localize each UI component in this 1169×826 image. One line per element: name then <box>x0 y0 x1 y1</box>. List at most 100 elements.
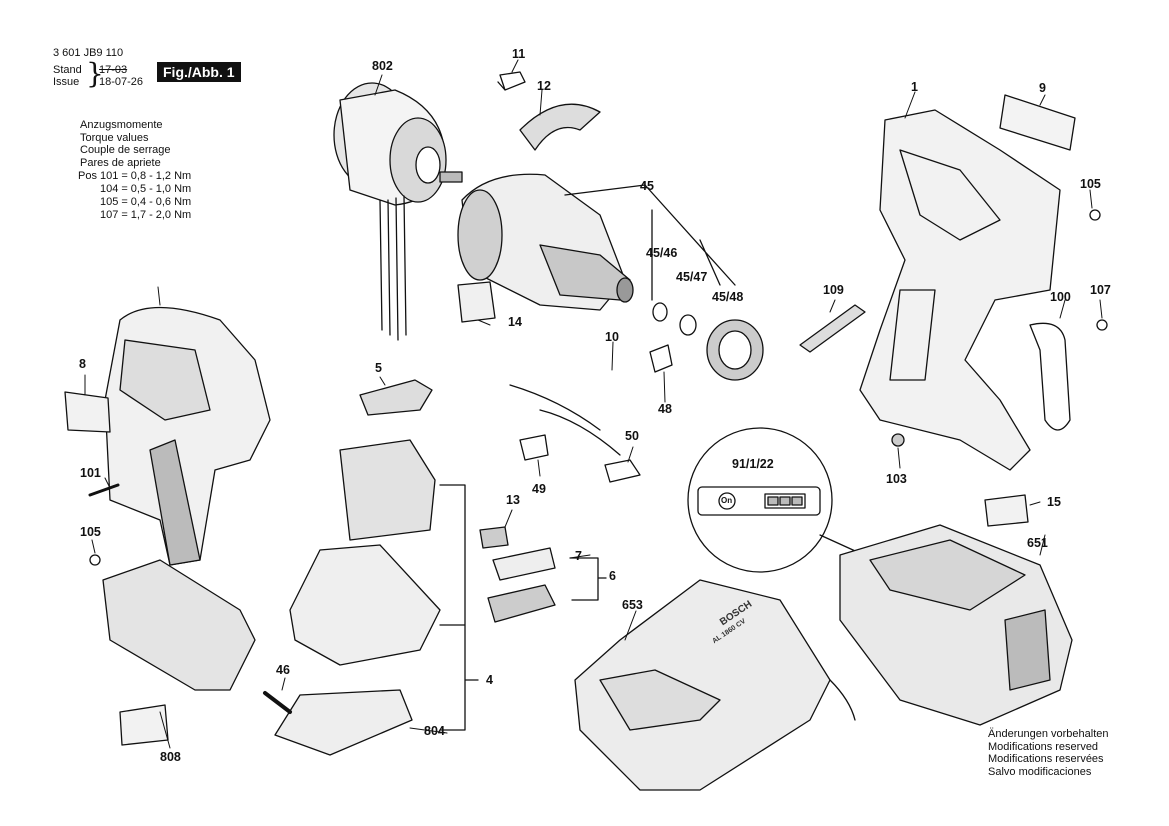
torque-pos: 104 <box>99 183 119 195</box>
figure-label: Fig./Abb. 1 <box>157 62 241 82</box>
clip-11 <box>497 71 526 91</box>
spring-46 <box>263 691 292 714</box>
torque-pos: 101 <box>99 170 119 182</box>
belt-clip-100 <box>1029 322 1071 431</box>
label-plate-808 <box>119 704 169 746</box>
base-plate <box>289 544 441 666</box>
brace: } <box>86 57 104 90</box>
part-number-label: 4 <box>486 673 493 687</box>
footer-de: Änderungen vorbehalten <box>988 728 1109 740</box>
part-number-label: 9 <box>1039 81 1046 95</box>
torque-max: 2,0 Nm <box>155 209 192 221</box>
footer-es: Salvo modificaciones <box>988 765 1092 778</box>
torque-title-fr: Couple de serrage <box>80 144 171 156</box>
module-6 <box>487 584 556 623</box>
part-number-label: 107 <box>1090 283 1111 297</box>
torque-title-en: Torque values <box>80 131 149 144</box>
pos-label: Pos <box>78 170 97 182</box>
torque-pos: 105 <box>99 196 119 208</box>
part-number-label: 15 <box>1047 495 1061 509</box>
torque-block: Anzugsmomente Torque values Couple de se… <box>80 119 171 169</box>
part-number-label: 8 <box>79 357 86 371</box>
part-number-label: 808 <box>160 750 181 764</box>
torque-row: Pos 101= 0,8- 1,2 Nm <box>78 170 194 183</box>
torque-min: 1,7 <box>130 209 147 221</box>
part-number-label: 105 <box>80 525 101 539</box>
torque-row: 104= 0,5- 1,0 Nm <box>78 183 194 196</box>
ring-45-46 <box>652 302 668 322</box>
part-number-label: 46 <box>276 663 290 677</box>
part-number-label: 103 <box>886 472 907 486</box>
footer-en: Modifications reserved <box>988 740 1099 753</box>
charger-653 <box>574 579 856 791</box>
group-lines-45 <box>564 184 736 301</box>
part-number-label: 5 <box>375 361 382 375</box>
footer-fr: Modifications reservées <box>988 753 1104 765</box>
screw-105-left <box>89 554 101 566</box>
torque-row: 105= 0,4- 0,6 Nm <box>78 196 194 209</box>
torque-max: 0,6 Nm <box>155 196 192 208</box>
nut-103 <box>891 433 905 447</box>
cover-12 <box>519 103 601 151</box>
gear-housing-45 <box>457 173 634 311</box>
issue-date: 18-07-26 <box>99 76 144 88</box>
part-number-label: 100 <box>1050 290 1071 304</box>
part-number-label: 101 <box>80 466 101 480</box>
ring-45-47 <box>679 314 697 336</box>
pad-13 <box>479 526 509 549</box>
part-number-label: 45/47 <box>676 270 708 284</box>
document-number: 3 601 JB9 110 <box>53 47 124 59</box>
cover-7 <box>492 547 556 581</box>
wire-harness <box>509 384 621 456</box>
switch-unit <box>339 439 436 541</box>
old-date: 17-03 <box>99 64 128 76</box>
part-number-label: 45/46 <box>646 246 678 260</box>
screw-107 <box>1096 319 1108 331</box>
part-number-label: 91/1/22 <box>732 457 774 471</box>
part-number-label: 804 <box>424 724 445 738</box>
part-50 <box>604 459 641 483</box>
housing-shell-1 <box>859 109 1061 471</box>
battery-pack-651 <box>839 524 1073 726</box>
leader-lines <box>84 59 1103 749</box>
part-number-label: 653 <box>622 598 643 612</box>
bit-109 <box>799 304 866 353</box>
torque-pos: 107 <box>99 209 119 221</box>
issue-label: Issue <box>53 76 80 88</box>
part-number-label: 802 <box>372 59 393 73</box>
sleeve-45-48 <box>706 319 764 381</box>
part-number-label: 10 <box>605 330 619 344</box>
label-plate-15 <box>984 494 1029 527</box>
part-number-label: 11 <box>512 47 526 61</box>
part-number-label: 49 <box>532 482 546 496</box>
screw-101 <box>88 483 120 497</box>
part-number-label: 6 <box>609 569 616 583</box>
part-number-label: 7 <box>575 549 582 563</box>
part-number-label: 14 <box>508 315 522 329</box>
part-number-label: 12 <box>537 79 551 93</box>
part-number-label: 105 <box>1080 177 1101 191</box>
label-plate-8 <box>64 391 111 433</box>
label-plate-9 <box>999 94 1076 151</box>
callout-91-1-22 <box>687 427 876 573</box>
torque-min: 0,5 <box>130 183 147 195</box>
part-number-label: 45/48 <box>712 290 744 304</box>
part-number-label: 1 <box>911 80 918 94</box>
assembled-tool <box>102 306 271 691</box>
torque-title-es: Pares de apriete <box>80 156 161 169</box>
part-number-label: 45 <box>640 179 654 193</box>
stand-label: Stand <box>53 64 82 76</box>
torque-table: Pos 101= 0,8- 1,2 Nm 104= 0,5- 1,0 Nm 10… <box>78 170 194 222</box>
battery-indicator-on: On <box>721 496 733 505</box>
part-number-label: 50 <box>625 429 639 443</box>
part-number-label: 13 <box>506 493 520 507</box>
torque-title-de: Anzugsmomente <box>80 119 163 131</box>
part-number-label: 109 <box>823 283 844 297</box>
footer-note: Änderungen vorbehalten Modifications res… <box>988 728 1108 778</box>
torque-min: 0,8 <box>130 170 147 182</box>
part-number-label: 48 <box>658 402 672 416</box>
torque-min: 0,4 <box>130 196 147 208</box>
screw-105 <box>1089 209 1101 221</box>
group-lines-6 <box>569 557 607 601</box>
